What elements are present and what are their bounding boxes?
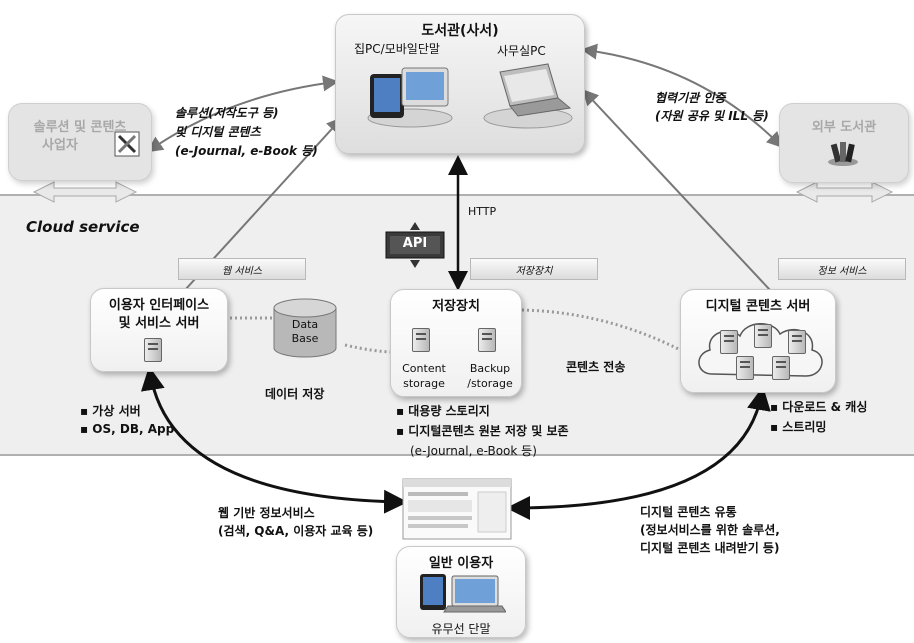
tools-icon (114, 131, 140, 157)
partner-note-2: (자원 공유 및 ILL 등) (655, 109, 769, 123)
ui-server-icon (144, 338, 162, 362)
contents-server-icon-3 (788, 330, 806, 354)
tab-storage: 저장장치 (470, 258, 598, 280)
contents-server-title: 디지털 콘텐츠 서버 (705, 299, 811, 314)
arrow-library-external (581, 43, 783, 148)
contents-server-icon-5 (772, 356, 790, 380)
database-icon (273, 298, 337, 358)
http-label: HTTP (468, 205, 497, 218)
web-info-2: (검색, Q&A, 이용자 교육 등) (218, 524, 374, 538)
ui-server-title-1: 이용자 인터페이스 (108, 298, 210, 313)
bullet-right-2: ▪ 스트리밍 (770, 420, 827, 434)
digital-flow-3: 디지털 콘텐츠 내려받기 등) (640, 541, 780, 555)
bullet-mid-3: (e-Journal, e-Book 등) (410, 444, 537, 458)
right-connector-arrow (795, 181, 894, 203)
library-title: 도서관(사서) (421, 23, 499, 39)
tablet-icon (367, 67, 453, 128)
bullet-mid-2: ▪ 디지털콘텐츠 원본 저장 및 보존 (396, 424, 569, 438)
content-storage-icon (412, 328, 430, 352)
books-icon (828, 142, 858, 166)
content-transfer-label: 콘텐츠 전송 (566, 360, 626, 374)
arrow-library-contents (582, 89, 771, 291)
digital-flow-2: (정보서비스를 위한 솔루션, (640, 523, 780, 537)
bullet-right-1: ▪ 다운로드 & 캐싱 (770, 400, 868, 414)
ui-server-title-2: 및 서비스 서버 (118, 316, 200, 331)
arrow-contents-user (506, 386, 771, 520)
solution-note-3: (e-Journal, e-Book 등) (175, 144, 318, 158)
database-caption: 데이터 저장 (265, 387, 325, 401)
bullet-left-2: ▪ OS, DB, App (80, 422, 175, 436)
backup-storage-label-2: /storage (467, 377, 513, 390)
backup-storage-label-1: Backup (469, 362, 511, 375)
cloud-service-label: Cloud service (26, 218, 140, 236)
database-label-2: Base (291, 332, 319, 345)
arrow-library-solution (146, 75, 339, 153)
contents-server-icon-1 (720, 330, 738, 354)
web-page-thumbnail (402, 478, 512, 540)
bullet-left-1: ▪ 가상 서버 (80, 404, 141, 418)
general-user-title: 일반 이용자 (428, 556, 494, 571)
partner-note-1: 협력기관 인증 (655, 91, 726, 105)
bullet-mid-1: ▪ 대용량 스토리지 (396, 404, 490, 418)
api-icon (385, 222, 445, 268)
left-connector-arrow (32, 181, 138, 203)
general-user-caption: 유무선 단말 (431, 622, 491, 636)
laptop-icon (483, 63, 573, 129)
content-storage-label-2: storage (403, 377, 445, 390)
home-pc-label: 집PC/모바일단말 (354, 42, 440, 56)
arrow-ui-user (140, 366, 408, 514)
api-label: API (402, 236, 428, 251)
backup-storage-icon (478, 328, 496, 352)
solution-note-2: 및 디지털 콘텐츠 (175, 125, 261, 139)
office-pc-label: 사무실PC (497, 44, 546, 58)
solution-provider-title-2: 사업자 (42, 138, 78, 153)
web-info-1: 웹 기반 정보서비스 (218, 506, 315, 520)
database-label-1: Data (291, 318, 319, 331)
digital-flow-1: 디지털 콘텐츠 유통 (640, 505, 737, 519)
link-db-storage (344, 343, 396, 354)
contents-server-icon-4 (736, 356, 754, 380)
solution-provider-title-1: 솔루션 및 콘텐츠 (33, 120, 127, 135)
tab-info-service: 정보 서비스 (778, 258, 906, 280)
contents-server-icon-2 (754, 324, 772, 348)
storage-title: 저장장치 (432, 299, 480, 314)
devices-icon (420, 574, 506, 613)
solution-note-1: 솔루션(저작도구 등) (175, 106, 279, 120)
external-library-title: 외부 도서관 (811, 120, 877, 135)
tab-web-service: 웹 서비스 (178, 258, 306, 280)
link-storage-contents (521, 308, 691, 357)
content-storage-label-1: Content (402, 362, 446, 375)
